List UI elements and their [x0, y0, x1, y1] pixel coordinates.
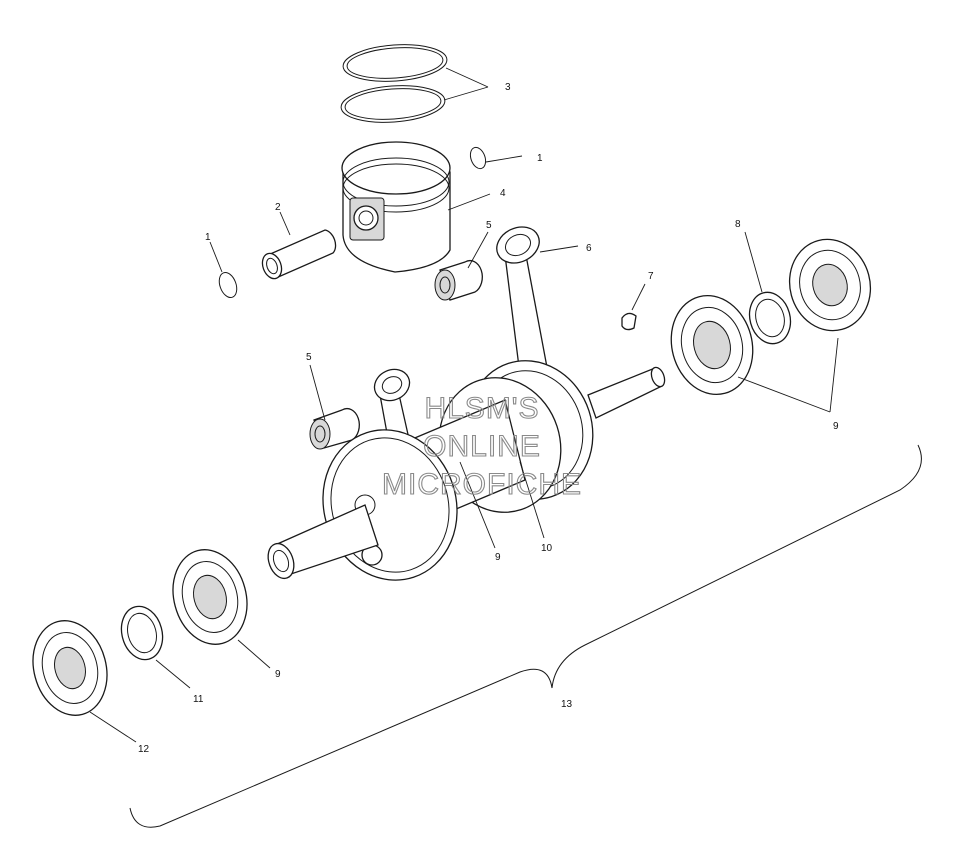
callout-8: 8 [735, 219, 741, 230]
seal-right [748, 291, 792, 345]
piston [341, 141, 451, 273]
callout-12: 12 [138, 744, 150, 755]
callout-labels: 1 1 2 3 4 5 5 6 7 8 9 9 9 10 11 12 13 [138, 82, 839, 755]
watermark-line-1: HLSM'S [424, 392, 539, 425]
needle-bearing-upper [434, 259, 483, 301]
callout-6: 6 [586, 243, 592, 254]
crankshaft [267, 360, 666, 581]
piston-rings [340, 44, 448, 123]
watermark-line-3: MICROFICHE [382, 468, 582, 501]
callout-9-left: 9 [275, 669, 281, 680]
leader-lines [89, 67, 839, 743]
needle-bearing-lower [309, 407, 360, 450]
circlips [218, 146, 487, 299]
wrist-pin [261, 229, 337, 280]
callout-5-upper: 5 [486, 220, 492, 231]
callout-10: 10 [541, 543, 553, 554]
spacer-ring [120, 605, 164, 661]
callout-4: 4 [500, 188, 506, 199]
callout-9-center: 9 [495, 552, 501, 563]
woodruff-key [621, 312, 637, 331]
bearing-left-inner [172, 549, 248, 645]
bearing-right-outer [788, 238, 872, 332]
callout-5-lower: 5 [306, 352, 312, 363]
assembly-brace [129, 444, 922, 828]
callout-7: 7 [648, 271, 654, 282]
bearing-right-inner [670, 294, 754, 396]
callout-9-right: 9 [833, 421, 839, 432]
callout-13: 13 [561, 699, 573, 710]
bearing-left-outer [32, 620, 108, 716]
callout-1-left: 1 [205, 232, 211, 243]
callout-11: 11 [193, 694, 204, 705]
callout-1-right: 1 [537, 153, 543, 164]
callout-2: 2 [275, 202, 281, 213]
callout-3: 3 [505, 82, 511, 93]
watermark-line-2: ONLINE [423, 430, 541, 463]
watermark: HLSM'S ONLINE MICROFICHE [381, 391, 582, 501]
